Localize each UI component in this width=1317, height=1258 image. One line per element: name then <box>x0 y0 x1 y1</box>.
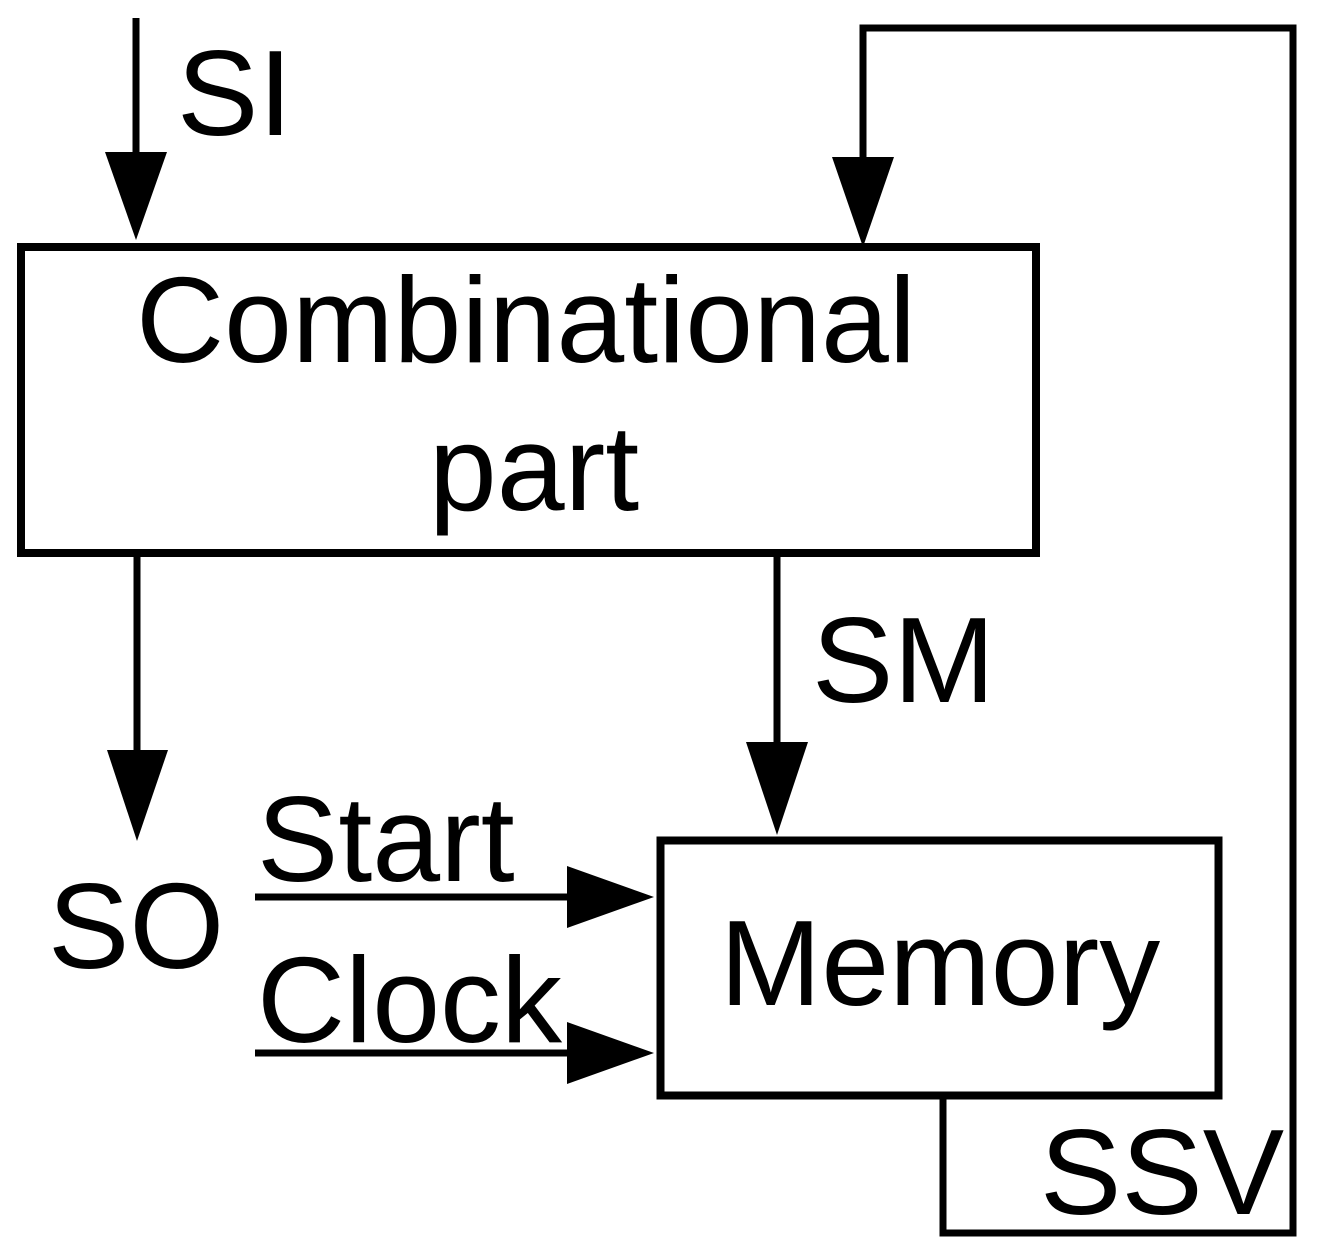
si-arrowhead-icon <box>105 152 167 240</box>
ssv-feedback-arrow <box>832 24 1297 1237</box>
clock-arrowhead-icon <box>567 1022 654 1084</box>
ssv-feedback-line <box>859 24 1297 1237</box>
memory-label: Memory <box>720 895 1161 1031</box>
sm-label: SM <box>812 592 995 728</box>
sm-arrowhead-icon <box>746 742 808 835</box>
clock-label: Clock <box>257 932 563 1068</box>
combinational-part-label-line2: part <box>429 400 639 536</box>
so-arrow <box>107 553 168 841</box>
start-label: Start <box>257 771 515 907</box>
ssv-label: SSV <box>1040 1104 1284 1240</box>
start-arrow <box>255 866 654 928</box>
clock-arrow <box>255 1022 654 1084</box>
combinational-part-label-line1: Combinational <box>136 252 916 388</box>
start-arrowhead-icon <box>567 866 654 928</box>
si-label: SI <box>177 25 292 161</box>
ssv-arrowhead-icon <box>832 157 894 247</box>
combinational-part-box <box>17 243 1040 557</box>
so-label: SO <box>48 858 224 994</box>
memory-box <box>656 836 1223 1100</box>
so-arrowhead-icon <box>107 750 168 841</box>
sm-arrow <box>746 553 808 835</box>
si-arrow <box>105 18 167 240</box>
